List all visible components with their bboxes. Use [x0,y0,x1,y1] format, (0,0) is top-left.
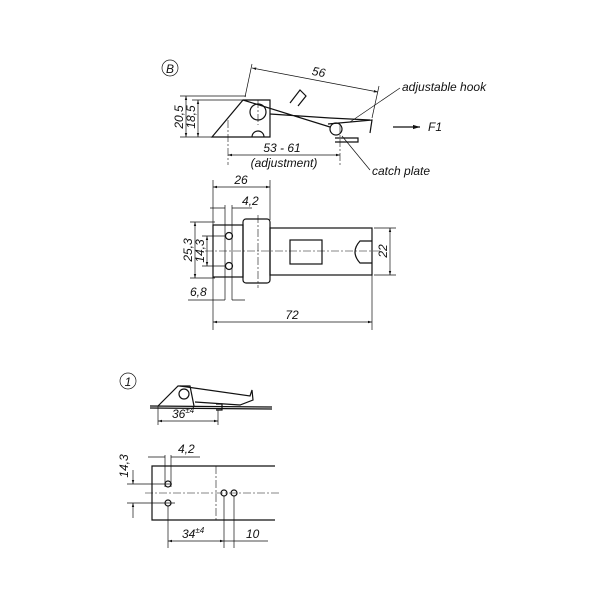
hook-roll [329,122,343,136]
dim-56: 56 [311,64,327,80]
view-1-marker-circle [119,372,137,390]
hook-cutout [354,240,372,264]
dim-6-8: 6,8 [190,285,207,299]
lever-tab [289,89,307,107]
dim-25-3: 25,3 [181,238,195,263]
catch-plate [216,403,223,411]
view-top: 26 4,2 25,3 14,3 6,8 22 72 [181,173,396,330]
dim-72: 72 [285,308,299,322]
hinge-pin [178,388,190,400]
dim-14-3: 14,3 [193,239,207,263]
dim-14-3-view1: 14,3 [117,454,131,478]
mount-hole [224,261,234,271]
dim-4-2-view1: 4,2 [178,442,195,456]
dim-10: 10 [246,527,260,541]
dim-26: 26 [233,173,248,187]
dim-18-5: 18,5 [184,105,198,129]
dim-36: 36±4 [172,406,195,421]
view-b-marker: B [166,62,174,76]
mounting-surface [149,405,273,410]
lever [179,385,254,406]
base-notch [251,130,265,138]
label-catch-plate: catch plate [372,164,430,178]
adjustment-note: (adjustment) [251,156,318,170]
force-label: F1 [428,120,442,134]
dim-20-5: 20,5 [172,105,186,130]
dim-34: 34±4 [182,526,205,541]
view-1: 1 36±4 4,2 14,3 34±4 10 [117,372,280,548]
adjustable-hook [327,117,373,134]
dim-4-2: 4,2 [242,194,259,208]
mount-hole [224,231,234,241]
dim-22: 22 [376,244,390,259]
view-b-marker-circle [161,59,179,77]
label-adjustable-hook: adjustable hook [402,80,487,94]
view-1-marker: 1 [125,375,132,389]
lever [242,99,331,128]
dim-53-61: 53 - 61 [263,141,300,155]
lever-plate [269,227,373,276]
slot [289,239,323,265]
latch-base [210,99,271,138]
view-b-side: B 20,5 18,5 56 53 - 61 (adjustment) adju… [161,59,487,178]
